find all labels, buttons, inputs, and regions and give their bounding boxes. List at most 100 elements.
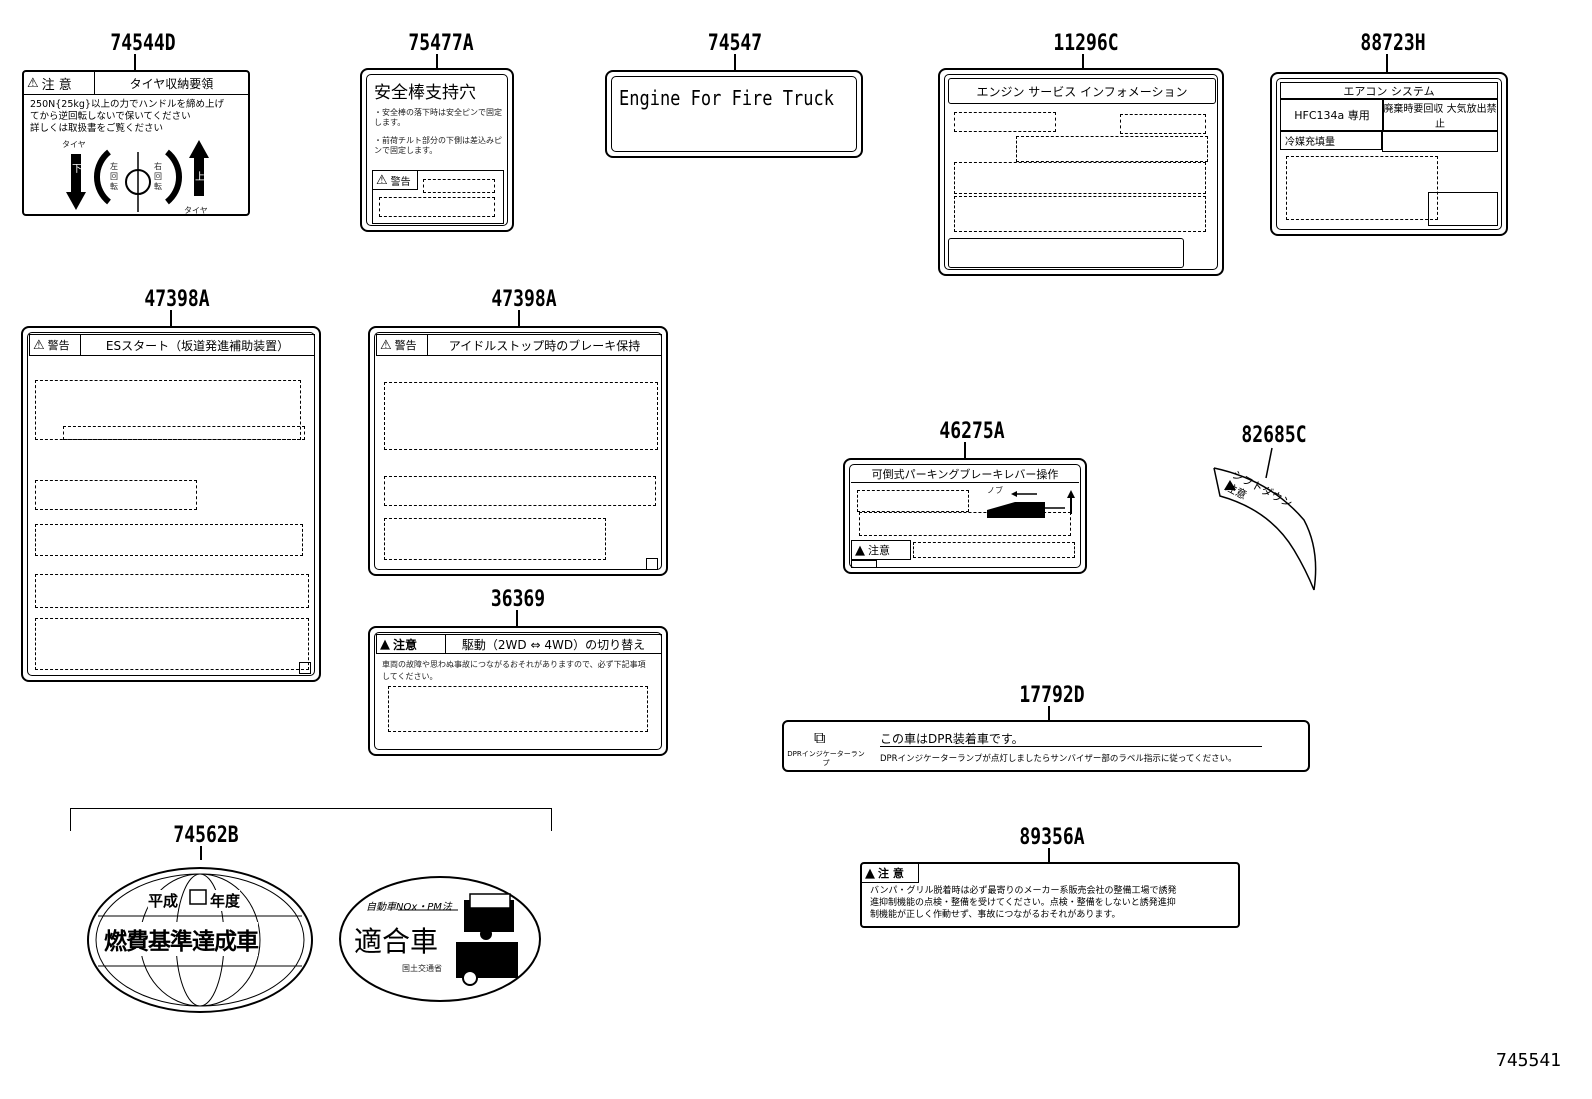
warning-triangle-icon: ⚠	[380, 337, 392, 353]
label-89356A[interactable]: ▲注 意 バンパ・グリル脱着時は必ず最寄りのメーカー系販売会社の整備工場で誘発 …	[860, 862, 1240, 928]
label-text-line: ・安全棒の落下時は安全ピンで固定します。	[374, 108, 502, 127]
warning-text: 警告	[390, 176, 411, 188]
placeholder-text	[1016, 136, 1208, 162]
label-text-line: してください。	[382, 672, 438, 681]
warning-triangle-icon: ⚠	[376, 172, 388, 188]
part-number-47398A: 47398A	[144, 287, 210, 312]
era-text: 平成	[148, 890, 179, 911]
label-text-line: ・前荷チルト部分の下側は差込みピンで固定します。	[374, 136, 502, 155]
leader-line	[436, 54, 438, 70]
label-47398A-idle-stop[interactable]: ⚠警告 アイドルストップ時のブレーキ保持	[368, 326, 668, 576]
placeholder-text	[35, 618, 309, 670]
nox-pm-law-text: 自動車NOx・PM法	[366, 902, 452, 913]
left-rotate-text: 左回転	[110, 162, 118, 191]
leader-line	[1082, 54, 1084, 70]
charge-value-box	[1382, 130, 1498, 152]
part-number-82685C: 82685C	[1241, 423, 1307, 448]
leader-line	[170, 310, 172, 326]
label-title: タイヤ収納要領	[129, 76, 214, 91]
caution-text: 注意	[868, 544, 890, 557]
right-rotate-text: 右回転	[154, 162, 162, 191]
part-number-11296C: 11296C	[1053, 31, 1119, 56]
label-text-line: バンパ・グリル脱着時は必ず最寄りのメーカー系販売会社の整備工場で誘発	[870, 886, 1177, 896]
part-number-89356A: 89356A	[1019, 825, 1085, 850]
label-title: 駆動（2WD ⇔ 4WD）の切り替え	[461, 637, 646, 652]
leader-line	[964, 442, 966, 458]
placeholder-text	[379, 197, 495, 217]
placeholder-text	[35, 480, 197, 510]
disposal-text: 廃棄時要回収 大気放出禁止	[1382, 98, 1498, 132]
placeholder-text	[954, 196, 1206, 232]
label-title: エアコン システム	[1280, 82, 1498, 100]
label-47398A-es-start[interactable]: ⚠警告 ESスタート（坂道発進補助装置）	[21, 326, 321, 682]
warning-triangle-icon: ▲	[380, 636, 390, 652]
label-title: アイドルストップ時のブレーキ保持	[448, 338, 641, 353]
ministry-text: 国土交通省	[402, 964, 442, 973]
warning-text: 警告	[47, 339, 70, 352]
caution-text: 注 意	[41, 77, 72, 93]
label-46275A[interactable]: 可倒式パーキングブレーキレバー操作 ノブ ▲注意	[843, 458, 1087, 574]
placeholder-text	[388, 686, 648, 732]
placeholder-text	[857, 490, 969, 512]
part-number-46275A: 46275A	[939, 419, 1005, 444]
leader-line	[518, 310, 520, 326]
label-inner-border	[849, 464, 1081, 568]
warning-triangle-icon: ▲	[855, 542, 865, 558]
placeholder-text	[913, 542, 1075, 558]
bracket-line	[70, 808, 552, 831]
placeholder-text	[384, 476, 656, 506]
label-11296C[interactable]: エンジン サービス インフォメーション	[938, 68, 1224, 276]
warning-triangle-icon: ⚠	[27, 75, 39, 91]
part-number-17792D: 17792D	[1019, 683, 1085, 708]
nox-pm-sticker[interactable]	[338, 874, 542, 1004]
warning-triangle-icon: ⚠	[33, 337, 45, 353]
label-82685C-shift-down[interactable]	[1210, 440, 1330, 600]
warning-triangle-icon: ▲	[865, 865, 875, 881]
charge-text: 冷媒充填量	[1285, 136, 1335, 148]
leader-line	[1048, 848, 1050, 862]
caution-text: 注 意	[878, 867, 904, 880]
era-year-text: 年度	[210, 890, 241, 911]
label-36369[interactable]: ▲注意 駆動（2WD ⇔ 4WD）の切り替え 車両の故障や思わぬ事故につながるお…	[368, 626, 668, 756]
rotation-diagram	[66, 140, 209, 212]
label-74547[interactable]: Engine For Fire Truck	[605, 70, 863, 158]
icon-caption: DPRインジケーターランプ	[787, 750, 865, 767]
placeholder-text	[423, 179, 495, 193]
part-number-88723H: 88723H	[1360, 31, 1426, 56]
dpr-main-text: この車はDPR装着車です。	[880, 732, 1024, 746]
label-75477A[interactable]: 安全棒支持穴 ・安全棒の落下時は安全ピンで固定します。 ・前荷チルト部分の下側は…	[360, 68, 514, 232]
leader-line	[516, 610, 518, 626]
placeholder-text	[35, 524, 303, 556]
corner-box	[646, 558, 658, 570]
tire-text: タイヤ	[62, 140, 86, 149]
placeholder-text	[384, 518, 606, 560]
leader-line	[200, 846, 202, 860]
label-inner-border	[374, 332, 662, 570]
part-number-74547: 74547	[707, 31, 763, 56]
label-17792D[interactable]: ⧉ DPRインジケーターランプ この車はDPR装着車です。 DPRインジケーター…	[782, 720, 1310, 772]
dpr-sub-text: DPRインジケーターランプが点灯しましたらサンバイザー部のラベル指示に従ってくだ…	[880, 754, 1237, 764]
placeholder-text	[1286, 156, 1438, 220]
part-number-36369: 36369	[490, 587, 546, 612]
leader-line	[1386, 54, 1388, 72]
label-footer-box	[948, 238, 1184, 268]
label-74544D[interactable]: ⚠ 注 意 タイヤ収納要領 250N{25kg}以上の力でハンドルを締め上げ て…	[22, 70, 250, 216]
label-title: ESスタート（坂道発進補助装置）	[105, 338, 290, 353]
label-text-line: 250N{25kg}以上の力でハンドルを締め上げ	[30, 99, 224, 110]
label-text-line: 制機能が正しく作動せず、事故につながるおそれがあります。	[870, 910, 1121, 920]
up-text: 上	[195, 172, 205, 183]
leader-line	[1048, 706, 1050, 720]
part-number-74562B: 74562B	[173, 823, 239, 848]
label-text-line: てから逆回転しないで保いてください	[30, 111, 191, 122]
label-inner-border	[1276, 78, 1502, 230]
label-title: エンジン サービス インフォメーション	[948, 78, 1216, 104]
placeholder-text	[954, 112, 1056, 132]
placeholder-text	[35, 574, 309, 608]
label-88723H[interactable]: エアコン システム HFC134a 専用 廃棄時要回収 大気放出禁止 冷媒充填量	[1270, 72, 1508, 236]
label-inner-border	[27, 332, 315, 676]
label-inner-border	[374, 632, 662, 750]
down-text: 下	[72, 164, 82, 175]
figure-number: 745541	[1496, 1050, 1562, 1071]
warning-text: 警告	[394, 339, 417, 352]
placeholder-text	[859, 512, 1071, 536]
